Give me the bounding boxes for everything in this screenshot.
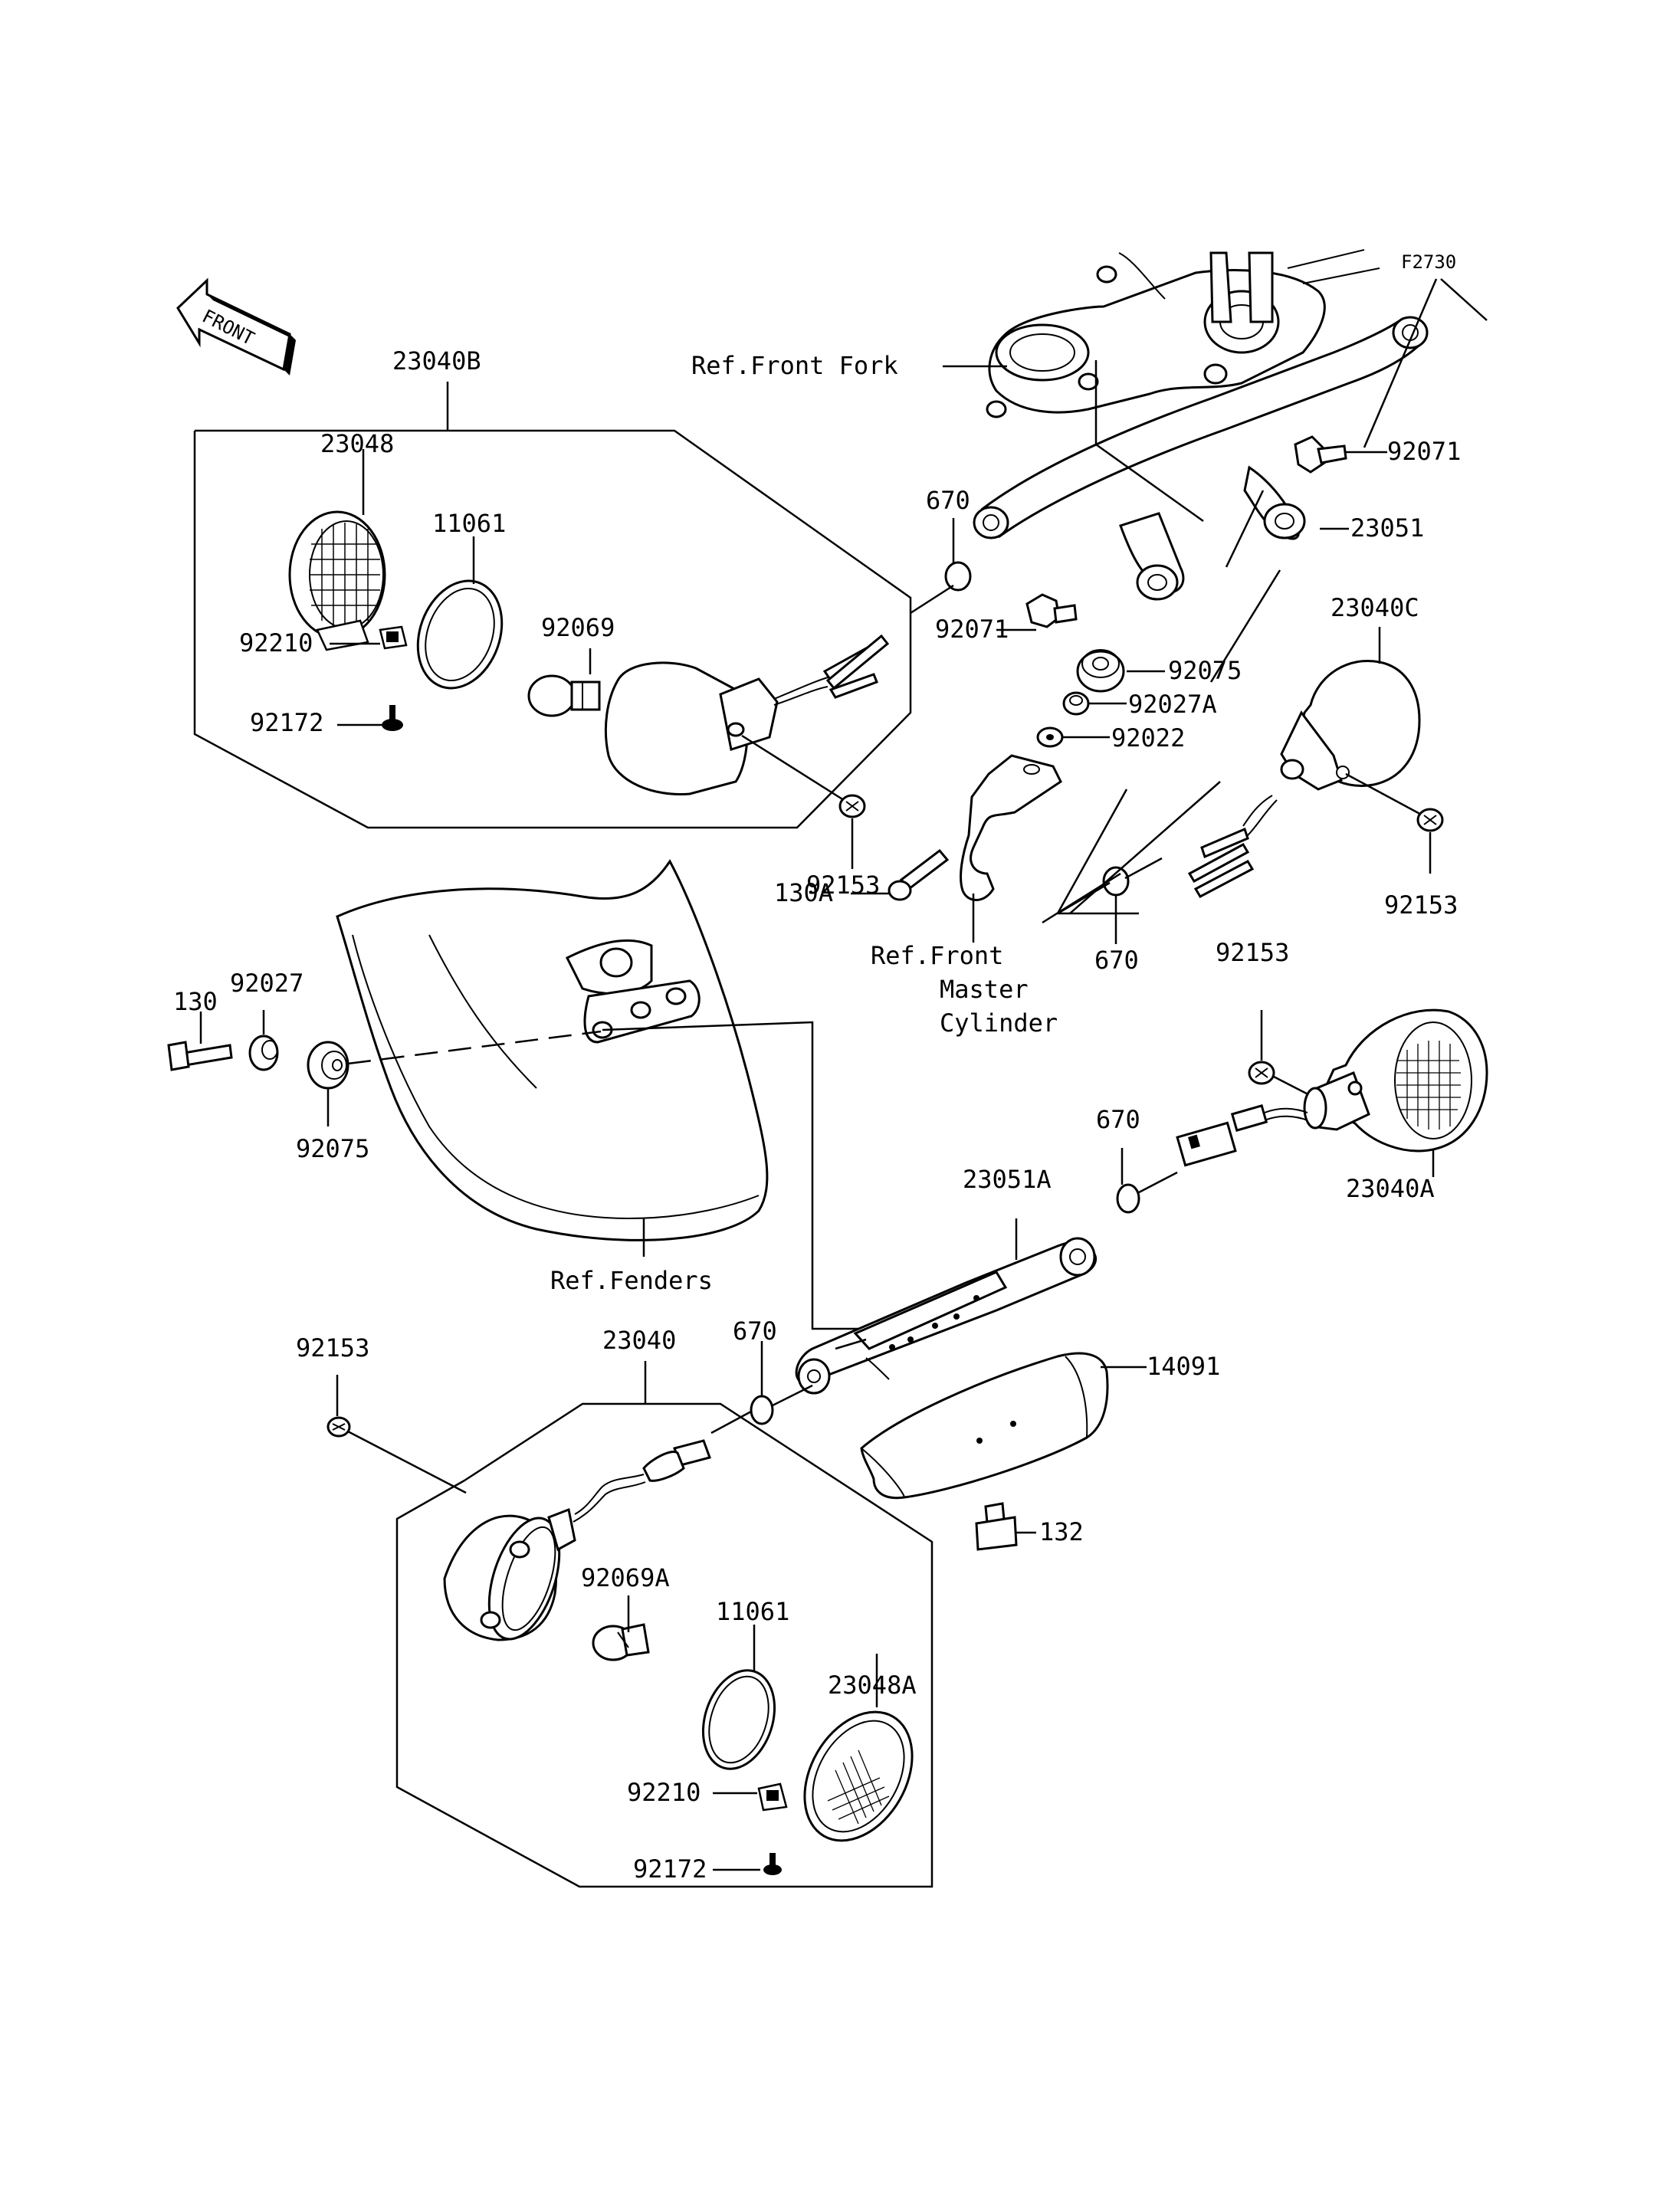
label-23051: 23051 bbox=[1350, 513, 1424, 543]
screw-92153-mid-right bbox=[1248, 1061, 1275, 1085]
label-14091: 14091 bbox=[1147, 1352, 1220, 1381]
signal-housing-23040a bbox=[1176, 1008, 1488, 1167]
label-130: 130 bbox=[173, 987, 218, 1016]
screw-92172-bottom bbox=[763, 1853, 782, 1875]
o-ring-670-right bbox=[1116, 1183, 1140, 1214]
bulb-92069 bbox=[527, 674, 601, 717]
collar-92027a bbox=[1062, 691, 1090, 716]
clip-92210-top bbox=[379, 625, 408, 650]
label-92071-left: 92071 bbox=[935, 615, 1009, 644]
figure-id: F2730 bbox=[1401, 251, 1456, 273]
kit-outline-23040b bbox=[193, 382, 912, 829]
label-92153-top-left: 92153 bbox=[806, 871, 880, 900]
label-92027: 92027 bbox=[230, 969, 304, 998]
label-670-mid: 670 bbox=[1094, 946, 1139, 975]
label-23040b: 23040B bbox=[392, 346, 481, 375]
collar-92027 bbox=[248, 1035, 279, 1071]
label-92069a: 92069A bbox=[581, 1563, 670, 1592]
label-92027a: 92027A bbox=[1128, 690, 1217, 719]
label-ref-front-fork: Ref.Front Fork bbox=[691, 351, 898, 380]
label-ref-front-master-2: Master bbox=[940, 975, 1029, 1004]
screw-92172-top bbox=[382, 705, 403, 731]
label-670-top: 670 bbox=[926, 486, 970, 515]
label-11061-top: 11061 bbox=[432, 509, 506, 538]
screw-92153-top-left bbox=[838, 794, 866, 818]
screw-92153-bottom-left bbox=[326, 1416, 351, 1438]
label-92069: 92069 bbox=[541, 613, 615, 642]
label-92071-right: 92071 bbox=[1387, 437, 1461, 466]
grommet-92075-top bbox=[1076, 649, 1125, 693]
mounting-bar-23051a bbox=[795, 1237, 1098, 1395]
label-11061-bottom: 11061 bbox=[716, 1597, 789, 1626]
clip-92210-bottom bbox=[757, 1782, 788, 1812]
label-670-right: 670 bbox=[1096, 1105, 1140, 1134]
label-92210-bottom: 92210 bbox=[627, 1778, 701, 1807]
signal-housing-23040 bbox=[443, 1439, 711, 1641]
label-ref-front-master-3: Cylinder bbox=[940, 1008, 1058, 1038]
label-23040a: 23040A bbox=[1346, 1174, 1435, 1203]
bolt-92071-left bbox=[1025, 593, 1078, 628]
bolt-92071-right bbox=[1294, 435, 1347, 474]
gasket-11061-bottom bbox=[701, 1669, 776, 1770]
lens-23048a bbox=[803, 1710, 914, 1842]
washer-92022 bbox=[1036, 726, 1064, 748]
bulb-92069a bbox=[592, 1623, 650, 1661]
label-ref-front-master-1: Ref.Front bbox=[871, 941, 1003, 970]
part-labels: 23040B 23048 11061 92069 92210 92172 921… bbox=[173, 346, 1461, 1884]
label-ref-fenders: Ref.Fenders bbox=[550, 1266, 713, 1295]
label-23048a: 23048A bbox=[828, 1671, 917, 1700]
label-92075-left: 92075 bbox=[296, 1134, 369, 1163]
label-130a: 130A bbox=[774, 878, 833, 907]
gasket-11061-top bbox=[416, 579, 504, 690]
label-92153-bottom-left: 92153 bbox=[296, 1333, 369, 1362]
label-92172-top: 92172 bbox=[250, 708, 323, 737]
master-cylinder-bracket bbox=[960, 754, 1062, 901]
label-23040: 23040 bbox=[602, 1326, 676, 1355]
o-ring-670-top bbox=[944, 561, 972, 592]
screw-92153-right bbox=[1416, 808, 1444, 832]
mounting-bar-23051 bbox=[973, 316, 1429, 601]
label-92210-top: 92210 bbox=[239, 628, 313, 657]
lens-23048 bbox=[288, 510, 386, 651]
label-132: 132 bbox=[1039, 1517, 1084, 1546]
signal-housing-23040c bbox=[1187, 660, 1421, 898]
cover-14091 bbox=[860, 1352, 1109, 1500]
o-ring-670-bottom bbox=[750, 1395, 774, 1425]
bolt-132 bbox=[975, 1502, 1018, 1551]
grommet-92075-left bbox=[307, 1041, 349, 1090]
label-670-bottom: 670 bbox=[733, 1317, 777, 1346]
label-92153-right: 92153 bbox=[1384, 890, 1458, 920]
bolt-130a bbox=[888, 848, 950, 901]
kit-outline-23040 bbox=[395, 1361, 934, 1888]
label-92075-top: 92075 bbox=[1168, 656, 1242, 685]
label-92153-mid-right: 92153 bbox=[1216, 938, 1289, 967]
label-23048: 23048 bbox=[320, 429, 394, 458]
bolt-130 bbox=[167, 1041, 233, 1071]
label-92172-bottom: 92172 bbox=[633, 1854, 707, 1884]
label-23040c: 23040C bbox=[1331, 593, 1419, 622]
front-fender bbox=[336, 859, 769, 1241]
front-fork-bracket bbox=[986, 249, 1380, 418]
label-23051a: 23051A bbox=[963, 1165, 1052, 1194]
signal-housing-top-left bbox=[604, 634, 890, 796]
label-92022: 92022 bbox=[1111, 723, 1185, 753]
front-arrow-icon: FRONT bbox=[176, 277, 296, 375]
